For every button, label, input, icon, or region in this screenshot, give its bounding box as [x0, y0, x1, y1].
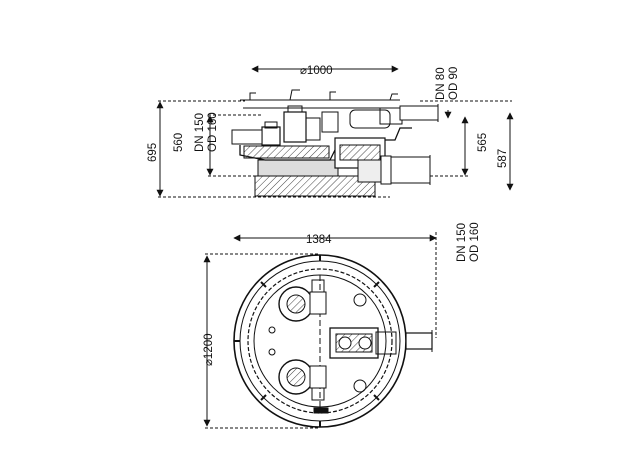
label-height-587: 587 [497, 149, 509, 168]
svg-text:OD 160: OD 160 [207, 112, 219, 152]
plan-view [203, 232, 437, 429]
label-height-560: 560 [173, 133, 185, 152]
label-pipe-right-top: DN 80 OD 90 [435, 67, 460, 100]
base-foundation [254, 175, 376, 197]
label-plan-diameter: ⌀1200 [203, 333, 215, 366]
plan-valve-assembly [268, 293, 397, 393]
pump-center [283, 111, 307, 143]
svg-text:OD 160: OD 160 [469, 222, 481, 262]
label-height-565: 565 [477, 133, 489, 152]
outlet-pipe-dn80 [399, 105, 439, 121]
label-height-695: 695 [147, 143, 159, 162]
plan-pump-lower [278, 359, 327, 401]
label-width-1384: 1384 [306, 234, 332, 246]
plan-outlet-pipe [405, 332, 433, 350]
pump-left [261, 126, 281, 146]
plan-pump-upper [278, 279, 327, 322]
label-pipe-left: DN 150 OD 160 [194, 112, 219, 152]
svg-text:DN 150: DN 150 [456, 223, 468, 262]
inlet-pipe-left [231, 129, 263, 145]
valve-assembly [334, 107, 403, 183]
svg-text:DN 80: DN 80 [435, 67, 447, 100]
side-elevation-view [156, 65, 514, 198]
label-top-diameter: ⌀1000 [300, 65, 333, 77]
svg-text:DN 150: DN 150 [194, 113, 206, 152]
svg-text:OD 90: OD 90 [448, 67, 460, 100]
inlet-pipe-dn150-side [389, 156, 431, 184]
label-pipe-right-plan: DN 150 OD 160 [456, 222, 481, 262]
